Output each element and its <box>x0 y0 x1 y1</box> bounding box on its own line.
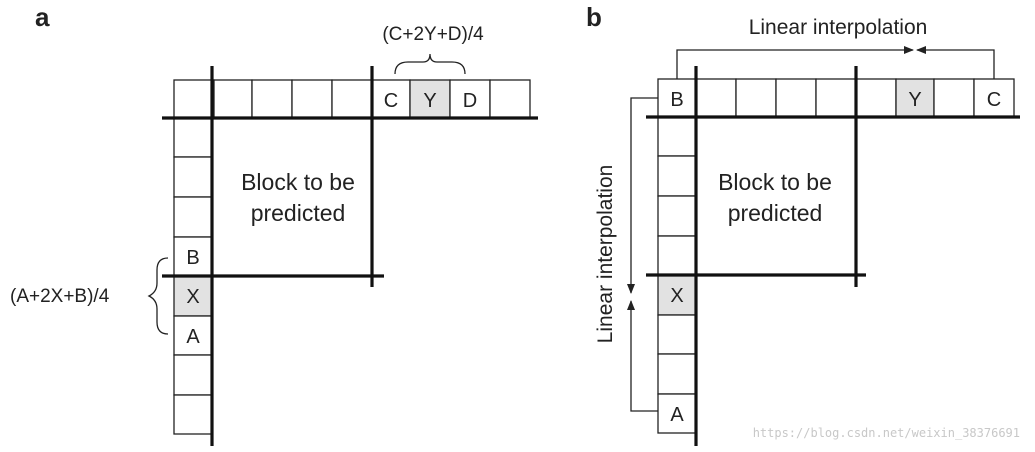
left-formula: (A+2X+B)/4 <box>10 286 110 307</box>
panel-a: a C Y D B X A <box>10 2 538 446</box>
ref-cell <box>657 195 697 237</box>
panel-b-label: b <box>586 2 602 32</box>
panel-a-label: a <box>35 2 50 32</box>
panel-b: b B Y C X A <box>586 2 1020 446</box>
ref-cell-y <box>895 78 935 118</box>
ref-cell <box>933 78 975 118</box>
ref-cell-x <box>173 275 213 317</box>
ref-cell <box>815 78 857 118</box>
ref-cell <box>657 116 697 157</box>
side-interp-arrow-from-b <box>627 97 658 294</box>
cell-label-y: Y <box>423 90 436 112</box>
left-brace <box>147 257 169 335</box>
cell-label-a: A <box>186 326 200 348</box>
ref-cell <box>173 79 215 119</box>
panel-b-left-column: X A <box>657 116 697 434</box>
ref-cell <box>735 78 777 118</box>
ref-cell <box>657 314 697 355</box>
cell-label-y: Y <box>908 89 921 111</box>
panel-b-top-row: B Y C <box>657 78 1015 118</box>
cell-label-b: B <box>186 247 199 269</box>
ref-cell <box>657 353 697 395</box>
cell-label-x: X <box>186 286 199 308</box>
block-label-line1: Block to be <box>718 169 832 195</box>
panel-a-top-row: C Y D <box>173 79 531 119</box>
ref-cell-c <box>973 78 1015 118</box>
side-interp-label: Linear interpolation <box>594 165 617 344</box>
ref-cell <box>173 354 213 396</box>
ref-cell <box>657 155 697 197</box>
ref-cell <box>489 79 531 119</box>
cell-label-a: A <box>670 404 684 426</box>
top-brace <box>394 53 466 75</box>
ref-cell <box>855 78 897 118</box>
ref-cell <box>173 117 213 158</box>
top-interp-label: Linear interpolation <box>749 16 928 39</box>
ref-cell <box>775 78 817 118</box>
ref-cell <box>173 196 213 238</box>
ref-cell-a <box>657 393 697 434</box>
top-formula: (C+2Y+D)/4 <box>382 24 484 45</box>
block-label-line2: predicted <box>728 200 823 226</box>
block-label-line2: predicted <box>251 200 346 226</box>
block-label-line1: Block to be <box>241 169 355 195</box>
ref-cell <box>213 79 253 119</box>
top-interp-arrow-from-b <box>676 46 914 79</box>
cell-label-c: C <box>987 89 1001 111</box>
top-interp-arrow-from-c <box>916 46 995 79</box>
ref-cell <box>657 235 697 276</box>
cell-label-b: B <box>670 89 683 111</box>
ref-cell <box>173 394 213 435</box>
ref-cell <box>291 79 333 119</box>
ref-cell <box>331 79 373 119</box>
cell-label-d: D <box>463 90 477 112</box>
ref-cell <box>251 79 293 119</box>
ref-cell <box>695 78 737 118</box>
side-interp-arrow-from-a <box>627 300 658 412</box>
cell-label-c: C <box>384 90 398 112</box>
watermark-text: https://blog.csdn.net/weixin_38376691 <box>753 426 1020 440</box>
ref-cell <box>173 156 213 198</box>
cell-label-x: X <box>670 285 683 307</box>
panel-a-left-column: B X A <box>173 117 213 435</box>
